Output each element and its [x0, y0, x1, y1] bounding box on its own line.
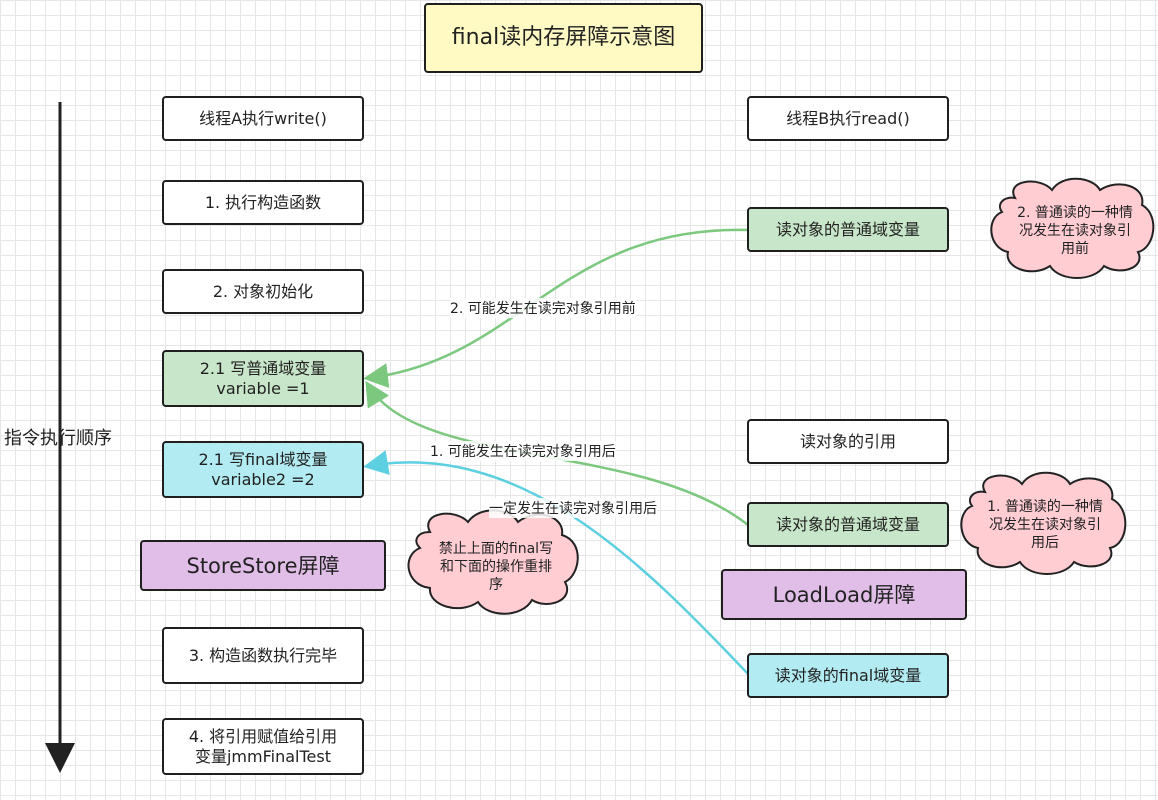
step-object-init: 2. 对象初始化 — [162, 269, 364, 314]
loadload-barrier: LoadLoad屏障 — [721, 569, 967, 620]
cloud-after-note-text: 1. 普通读的一种情 况发生在读对象引 用后 — [987, 499, 1103, 551]
diagram-title: final读内存屏障示意图 — [424, 3, 703, 73]
arrow-label-after: 1. 可能发生在读完对象引用后 — [430, 441, 616, 461]
read-normal-field-before: 读对象的普通域变量 — [747, 207, 949, 252]
cloud-after-note — [960, 471, 1127, 575]
read-normal-field-after: 读对象的普通域变量 — [747, 502, 949, 547]
step-assign-reference: 4. 将引用赋值给引用 变量jmmFinalTest — [162, 718, 364, 775]
step-write-normal-field: 2.1 写普通域变量 variable =1 — [162, 350, 364, 407]
thread-a-header: 线程A执行write() — [162, 96, 364, 141]
cloud-store-note-text: 禁止上面的final写 和下面的操作重排 序 — [438, 541, 554, 593]
arrow-before-reference — [363, 228, 749, 389]
arrow-label-final: 一定发生在读完对象引用后 — [489, 498, 657, 518]
thread-b-header: 线程B执行read() — [747, 96, 949, 141]
arrow-label-before: 2. 可能发生在读完对象引用前 — [450, 298, 636, 318]
read-final-field: 读对象的final域变量 — [747, 653, 949, 698]
cloud-before-note — [990, 177, 1155, 279]
execution-order-label: 指令执行顺序 — [4, 428, 112, 449]
step-execute-constructor: 1. 执行构造函数 — [162, 180, 364, 225]
step-constructor-complete: 3. 构造函数执行完毕 — [162, 627, 364, 684]
step-write-final-field: 2.1 写final域变量 variable2 =2 — [162, 441, 364, 498]
read-object-reference: 读对象的引用 — [747, 419, 949, 464]
storestore-barrier: StoreStore屏障 — [140, 540, 386, 591]
cloud-before-note-text: 2. 普通读的一种情 况发生在读对象引 用前 — [1017, 205, 1133, 257]
